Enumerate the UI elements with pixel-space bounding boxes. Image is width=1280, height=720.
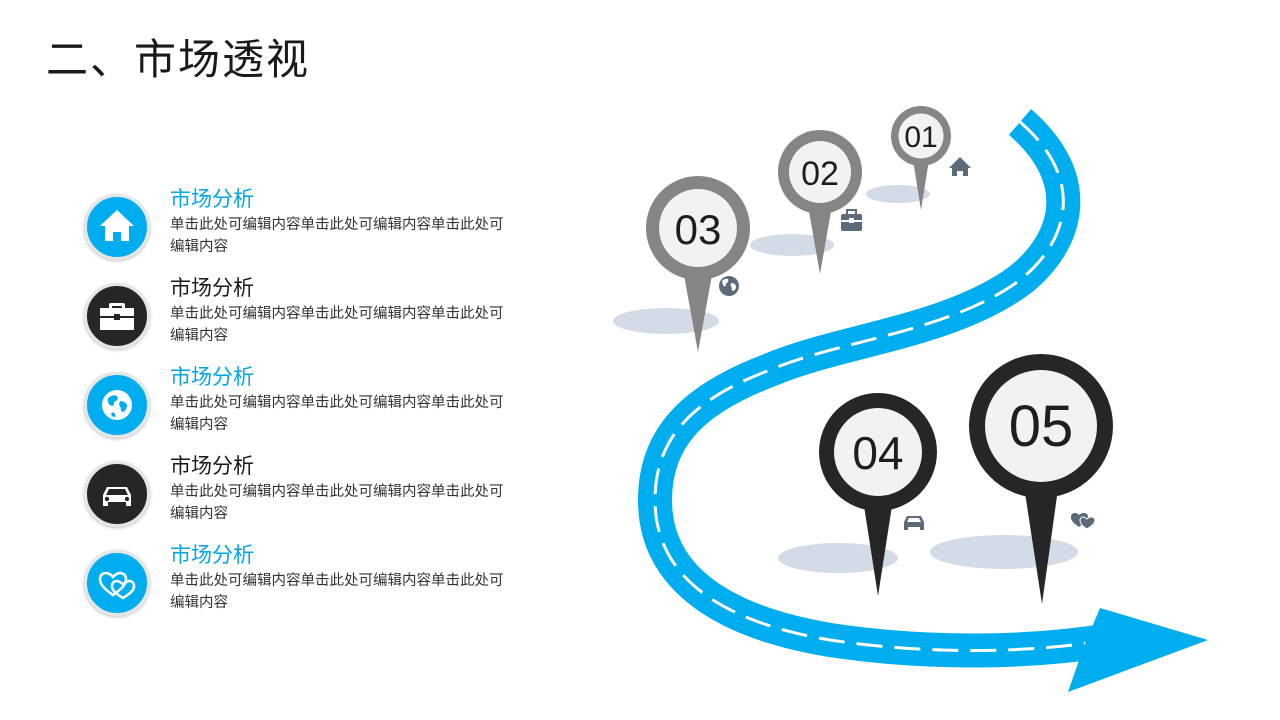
hearts-icon [84, 550, 150, 616]
map-pin-04: 04 [819, 393, 937, 596]
house-icon [84, 194, 150, 260]
list-item: 市场分析 单击此处可编辑内容单击此处可编辑内容单击此处可编辑内容 [84, 542, 524, 622]
car-icon [904, 516, 924, 530]
list-item: 市场分析 单击此处可编辑内容单击此处可编辑内容单击此处可编辑内容 [84, 275, 524, 355]
item-heading: 市场分析 [170, 543, 254, 567]
item-description: 单击此处可编辑内容单击此处可编辑内容单击此处可编辑内容 [170, 395, 504, 433]
item-heading: 市场分析 [170, 187, 254, 211]
list-item: 市场分析 单击此处可编辑内容单击此处可编辑内容单击此处可编辑内容 [84, 186, 524, 266]
pin-shadow [866, 185, 930, 203]
briefcase-icon [841, 209, 862, 231]
hearts-icon [1071, 513, 1096, 530]
item-heading: 市场分析 [170, 365, 254, 389]
map-pin-05: 05 [969, 354, 1113, 604]
pin-number: 01 [904, 121, 937, 154]
item-description: 单击此处可编辑内容单击此处可编辑内容单击此处可编辑内容 [170, 217, 504, 255]
item-description: 单击此处可编辑内容单击此处可编辑内容单击此处可编辑内容 [170, 306, 504, 344]
map-pin-03: 03 [646, 176, 750, 352]
globe-icon [84, 372, 150, 438]
pin-shadow [778, 543, 898, 573]
pin-shadow [750, 234, 834, 256]
item-heading: 市场分析 [170, 276, 254, 300]
pin-number: 04 [852, 427, 903, 479]
item-description: 单击此处可编辑内容单击此处可编辑内容单击此处可编辑内容 [170, 573, 504, 611]
briefcase-icon [84, 283, 150, 349]
map-pin-01: 01 [891, 106, 951, 210]
page-title: 二、市场透视 [46, 35, 311, 84]
map-pin-02: 02 [778, 130, 862, 274]
list-item: 市场分析 单击此处可编辑内容单击此处可编辑内容单击此处可编辑内容 [84, 364, 524, 444]
car-icon [84, 461, 150, 527]
list-item: 市场分析 单击此处可编辑内容单击此处可编辑内容单击此处可编辑内容 [84, 453, 524, 533]
pin-number: 03 [675, 206, 722, 253]
item-description: 单击此处可编辑内容单击此处可编辑内容单击此处可编辑内容 [170, 484, 504, 522]
road [637, 109, 1208, 692]
globe-icon [719, 276, 739, 296]
pin-number: 02 [801, 155, 839, 193]
pin-number: 05 [1009, 394, 1074, 459]
house-icon [949, 157, 971, 176]
pin-shadow [930, 535, 1078, 569]
item-heading: 市场分析 [170, 454, 254, 478]
roadmap-diagram: 01 02 03 04 [613, 106, 1208, 692]
arrow-head [1068, 608, 1208, 692]
